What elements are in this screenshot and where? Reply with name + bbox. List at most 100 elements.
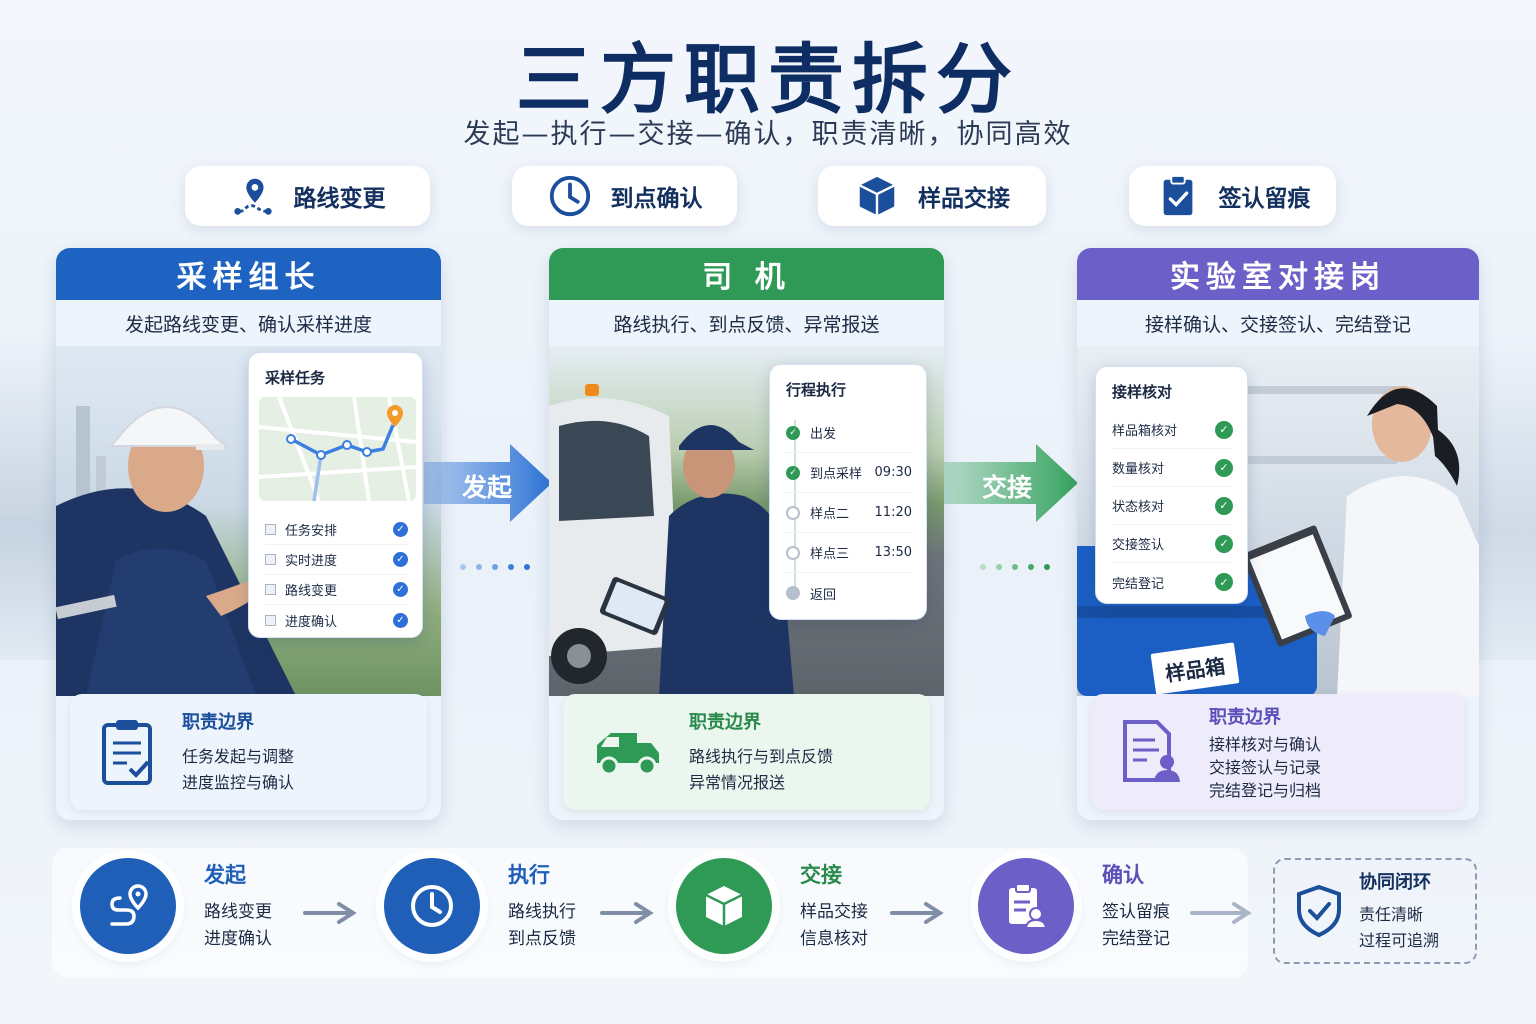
list-item[interactable]: 进度确认 ✓ bbox=[265, 605, 408, 635]
checkbox-icon bbox=[265, 554, 276, 565]
flow-step-title: 确认 bbox=[1102, 863, 1144, 887]
flow-arrow-icon bbox=[890, 902, 944, 924]
list-item[interactable]: 返回 bbox=[786, 573, 912, 613]
card-title: 接样核对 bbox=[1112, 383, 1173, 401]
initiate-arrow bbox=[424, 444, 552, 522]
check-circle-icon: ✓ bbox=[393, 522, 408, 537]
route-icon bbox=[110, 884, 148, 926]
initiate-arrow-label: 发起 bbox=[462, 473, 513, 502]
duty-line: 完结登记与归档 bbox=[1209, 780, 1322, 800]
list-item-label: 路线变更 bbox=[285, 584, 338, 599]
flow-step-title: 发起 bbox=[204, 863, 246, 887]
duty-title: 职责边界 bbox=[1209, 706, 1281, 728]
list-item-label: 完结登记 bbox=[1112, 576, 1165, 592]
duty-box: 职责边界 路线执行与到点反馈 异常情况报送 bbox=[563, 694, 930, 810]
list-item-label: 进度确认 bbox=[285, 614, 338, 630]
closure-line: 责任清晰 bbox=[1359, 905, 1424, 924]
check-circle-icon: ✓ bbox=[393, 612, 408, 628]
flow-step-line: 样品交接 bbox=[800, 902, 868, 922]
panel-title: 采样组长 bbox=[56, 248, 441, 300]
flow-step-line: 路线变更 bbox=[204, 902, 272, 922]
leader-scene: 采样任务 任务安排 ✓ bbox=[56, 346, 441, 696]
pill-label: 路线变更 bbox=[293, 186, 386, 212]
panel-subtitle: 发起路线变更、确认采样进度 bbox=[124, 313, 372, 336]
pill-label: 签认留痕 bbox=[1218, 186, 1311, 212]
list-item[interactable]: 实时进度 ✓ bbox=[265, 545, 408, 575]
check-circle-icon: ✓ bbox=[1215, 496, 1233, 515]
flow-step-line: 完结登记 bbox=[1102, 929, 1170, 949]
flow-step-line: 信息核对 bbox=[800, 929, 868, 949]
list-item-label: 返回 bbox=[810, 587, 837, 603]
task-list: 任务安排 ✓ 实时进度 ✓ 路线变更 ✓ 进度确认 ✓ bbox=[265, 515, 408, 635]
box-icon bbox=[705, 886, 743, 926]
list-item-label: 数量核对 bbox=[1112, 462, 1165, 477]
panel-sampling-leader: 采样组长 发起路线变更、确认采样进度 采样任务 bbox=[56, 248, 441, 820]
check-circle-icon: ✓ bbox=[786, 465, 800, 480]
pill-arrival-confirm[interactable]: 到点确认 bbox=[512, 166, 737, 226]
list-item[interactable]: 样点二 11:20 bbox=[786, 493, 912, 533]
flow-step-circle bbox=[80, 858, 176, 954]
list-item-label: 样点三 bbox=[810, 547, 850, 562]
check-circle-icon: ✓ bbox=[1215, 420, 1233, 439]
flow-step-execute: 执行 路线执行 到点反馈 bbox=[384, 858, 576, 954]
flow-step-handover: 交接 样品交接 信息核对 bbox=[676, 858, 868, 954]
sampling-task-card: 采样任务 任务安排 ✓ bbox=[248, 352, 423, 638]
page-subtitle: 发起—执行—交接—确认，职责清晰，协同高效 bbox=[463, 119, 1073, 150]
pill-sign-trace[interactable]: 签认留痕 bbox=[1129, 166, 1336, 226]
check-circle-icon: ✓ bbox=[1215, 534, 1233, 553]
background-industry-right bbox=[1476, 330, 1536, 660]
list-item-label: 出发 bbox=[810, 427, 837, 442]
list-item[interactable]: 交接签认 ✓ bbox=[1112, 525, 1233, 563]
shield-check-icon bbox=[1297, 884, 1341, 938]
sample-check-card: 接样核对 样品箱核对 ✓ 数量核对 ✓ 状态核对 ✓ 交接签认 ✓ bbox=[1095, 366, 1248, 604]
list-item[interactable]: 样品箱核对 ✓ bbox=[1112, 411, 1233, 449]
checkbox-icon bbox=[265, 524, 276, 535]
flow-step-line: 进度确认 bbox=[204, 929, 272, 949]
leader-worker-illustration bbox=[56, 406, 296, 696]
duty-line: 进度监控与确认 bbox=[182, 773, 295, 792]
duty-line: 路线执行与到点反馈 bbox=[689, 747, 834, 766]
checkbox-icon bbox=[265, 584, 276, 595]
list-item[interactable]: 完结登记 ✓ bbox=[1112, 563, 1233, 601]
flow-step-circle bbox=[676, 858, 772, 954]
list-item[interactable]: ✓ 到点采样 09:30 bbox=[786, 453, 912, 493]
duty-box: 职责边界 任务发起与调整 进度监控与确认 bbox=[70, 694, 427, 810]
dots-left bbox=[460, 564, 530, 570]
route-pin-icon bbox=[233, 178, 272, 215]
flow-step-circle bbox=[978, 858, 1074, 954]
list-item-label: 样点二 bbox=[810, 507, 850, 522]
pill-sample-handover[interactable]: 样品交接 bbox=[818, 166, 1046, 226]
flow-step-title: 执行 bbox=[508, 863, 550, 887]
duty-title: 职责边界 bbox=[689, 712, 761, 733]
list-item[interactable]: 状态核对 ✓ bbox=[1112, 487, 1233, 525]
pill-label: 样品交接 bbox=[918, 186, 1010, 212]
duty-title: 职责边界 bbox=[182, 712, 254, 733]
list-item-time: 11:20 bbox=[874, 505, 912, 520]
panel-lab-contact: 实验室对接岗 接样确认、交接签认、完结登记 样品箱 接样核对 样品箱核对 ✓ bbox=[1077, 248, 1479, 820]
list-item-label: 实时进度 bbox=[285, 554, 338, 569]
closure-title: 协同闭环 bbox=[1359, 872, 1431, 893]
truck-icon bbox=[597, 733, 659, 776]
list-item[interactable]: 样点三 13:50 bbox=[786, 533, 912, 573]
flow-arrow-icon bbox=[600, 902, 654, 924]
flow-step-line: 路线执行 bbox=[508, 902, 576, 922]
route-map bbox=[259, 397, 416, 501]
list-item-label: 交接签认 bbox=[1112, 538, 1165, 553]
list-item[interactable]: 任务安排 ✓ bbox=[265, 515, 408, 545]
checkbox-icon bbox=[265, 614, 276, 626]
list-item[interactable]: 数量核对 ✓ bbox=[1112, 449, 1233, 487]
list-item-label: 样品箱核对 bbox=[1112, 424, 1178, 439]
list-item[interactable]: ✓ 出发 bbox=[786, 413, 912, 453]
timeline-line bbox=[794, 420, 796, 590]
list-item[interactable]: 路线变更 ✓ bbox=[265, 575, 408, 605]
box-icon bbox=[859, 176, 895, 216]
card-title: 采样任务 bbox=[265, 369, 326, 387]
pill-label: 到点确认 bbox=[610, 186, 703, 212]
flow-step-title: 交接 bbox=[800, 863, 842, 887]
panel-title: 司 机 bbox=[549, 248, 944, 300]
lab-scene: 样品箱 接样核对 样品箱核对 ✓ 数量核对 ✓ 状态核对 ✓ 交接签认 ✓ bbox=[1077, 346, 1479, 696]
check-circle-icon: ✓ bbox=[786, 425, 800, 440]
document-user-icon bbox=[1009, 883, 1048, 929]
pill-route-change[interactable]: 路线变更 bbox=[185, 166, 430, 226]
check-circle-icon: ✓ bbox=[1215, 573, 1233, 591]
